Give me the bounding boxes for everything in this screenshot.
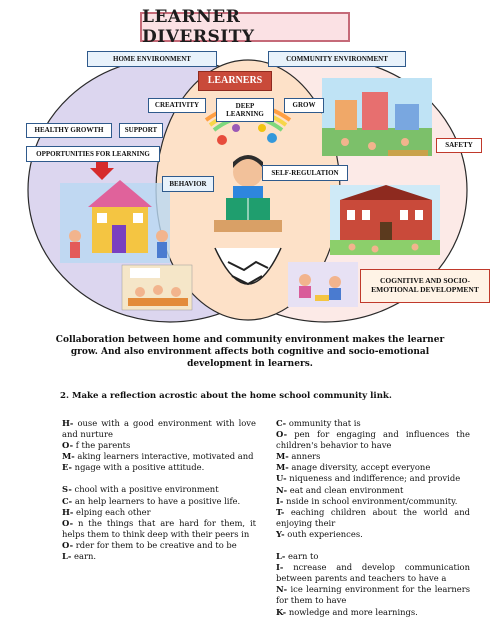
acrostic-line: N- ice learning environment for the lear… — [276, 584, 470, 606]
acrostic-letter: M- — [276, 451, 289, 462]
community-illustration — [322, 78, 432, 156]
home-environment-label: HOME ENVIRONMENT — [87, 51, 217, 67]
acrostic-letter: S- — [62, 484, 72, 495]
acrostic-line: T- eaching children about the world and … — [276, 507, 470, 529]
acrostic-letter: Y- — [276, 528, 285, 539]
learner-illustration — [204, 103, 292, 286]
acrostic-line: M- anners — [276, 451, 470, 462]
acrostic-text: ncrease and develop communication betwee… — [276, 562, 470, 584]
acrostic-line: E- ngage with a positive attitude. — [62, 462, 256, 473]
acrostic-line: K- nowledge and more learnings. — [276, 607, 470, 618]
acrostic-text: anage diversity, accept everyone — [288, 462, 431, 473]
acrostic-letter: L- — [62, 551, 72, 562]
acrostic-line: H- ouse with a good environment with lov… — [62, 418, 256, 440]
acrostic-letter: O- — [276, 429, 288, 440]
acrostic-line: U- niqueness and indifference; and provi… — [276, 473, 470, 484]
acrostic-line: S- chool with a positive environment — [62, 484, 256, 495]
acrostic-text: nside in school environment/community. — [283, 495, 458, 506]
acrostic-letter: T- — [276, 506, 285, 517]
acrostic-text: an help learners to have a positive life… — [72, 495, 241, 506]
acrostic-letter: C- — [62, 495, 73, 506]
acrostic-letter: L- — [276, 551, 286, 562]
acrostic-text: f the parents — [73, 440, 131, 451]
acrostic-line: N- eat and clean environment — [276, 485, 470, 496]
grow-label: GROW — [284, 98, 324, 113]
acrostic-letter: N- — [276, 484, 288, 495]
acrostic-letter: H- — [62, 418, 74, 428]
support-label: SUPPORT — [119, 123, 163, 138]
acrostic-letter: I- — [276, 495, 284, 506]
stanza-gap — [276, 540, 470, 551]
school-illustration — [330, 185, 440, 255]
stanza-gap — [62, 473, 256, 484]
acrostic-line: C- ommunity that is — [276, 418, 470, 429]
deep-learning-label: DEEP LEARNING — [216, 98, 274, 122]
acrostic-text: earn. — [71, 551, 97, 562]
acrostic-letter: H- — [62, 506, 74, 517]
acrostic-text: chool with a positive environment — [71, 484, 219, 495]
safety-label: SAFETY — [436, 138, 482, 153]
acrostic-letter: E- — [62, 462, 73, 473]
acrostic-letter: C- — [276, 418, 287, 428]
acrostic-text: ommunity that is — [286, 418, 361, 428]
acrostic-letter: M- — [62, 451, 75, 462]
opportunities-label: OPPORTUNITIES FOR LEARNING — [26, 146, 160, 162]
acrostic-letter: K- — [276, 606, 287, 617]
acrostic-text: ngage with a positive attitude. — [72, 462, 205, 473]
acrostic-text: earn to — [285, 551, 319, 562]
acrostic-line: O- pen for engaging and influences the c… — [276, 429, 470, 451]
acrostic-text: anners — [288, 451, 321, 462]
acrostic-line: C- an help learners to have a positive l… — [62, 496, 256, 507]
acrostic-line: O- f the parents — [62, 440, 256, 451]
reading-children-illustration — [288, 262, 358, 307]
acrostic-line: Y- outh experiences. — [276, 529, 470, 540]
self-regulation-label: SELF-REGULATION — [262, 165, 348, 181]
acrostic-text: n the things that are hard for them, it … — [62, 517, 256, 539]
question-heading: 2. Make a reflection acrostic about the … — [60, 391, 392, 401]
acrostic-line: O- rder for them to be creative and to b… — [62, 540, 256, 551]
acrostic-text: eaching children about the world and enj… — [276, 506, 470, 528]
acrostic-text: ouse with a good environment with love a… — [62, 418, 256, 440]
acrostic-letter: U- — [276, 473, 287, 484]
acrostic-text: eat and clean environment — [287, 484, 404, 495]
acrostic-letter: O- — [62, 517, 74, 528]
acrostic-text: outh experiences. — [284, 528, 363, 539]
healthy-growth-label: HEALTHY GROWTH — [26, 123, 112, 138]
learners-label: LEARNERS — [198, 71, 272, 91]
acrostic-text: rder for them to be creative and to be — [73, 539, 237, 550]
creativity-label: CREATIVITY — [148, 98, 206, 113]
house-illustration — [60, 160, 170, 263]
behavior-label: BEHAVIOR — [162, 176, 214, 192]
acrostic-text: niqueness and indifference; and provide — [286, 473, 461, 484]
acrostic-line: O- n the things that are hard for them, … — [62, 518, 256, 540]
acrostic-text: nowledge and more learnings. — [286, 606, 418, 617]
acrostic-text: pen for engaging and influences the chil… — [276, 429, 470, 451]
acrostic-letter: N- — [276, 584, 288, 595]
acrostic-text: elping each other — [73, 506, 151, 517]
community-environment-label: COMMUNITY ENVIRONMENT — [268, 51, 406, 67]
acrostic-line: M- anage diversity, accept everyone — [276, 462, 470, 473]
acrostic-text: ice learning environment for the learner… — [276, 584, 470, 606]
acrostic-home-school: H- ouse with a good environment with lov… — [62, 418, 256, 562]
acrostic-letter: O- — [62, 539, 74, 550]
acrostic-letter: M- — [276, 462, 289, 473]
acrostic-line: M- aking learners interactive, motivated… — [62, 451, 256, 462]
acrostic-line: H- elping each other — [62, 507, 256, 518]
acrostic-letter: I- — [276, 562, 284, 573]
acrostic-line: I- nside in school environment/community… — [276, 496, 470, 507]
page-title: LEARNER DIVERSITY — [140, 7, 350, 47]
acrostic-line: L- earn to — [276, 551, 470, 562]
acrostic-letter: O- — [62, 440, 74, 451]
diagram-caption: Collaboration between home and community… — [55, 335, 445, 370]
acrostic-line: L- earn. — [62, 551, 256, 562]
cognitive-development-label: COGNITIVE AND SOCIO-EMOTIONAL DEVELOPMEN… — [360, 269, 490, 303]
acrostic-text: aking learners interactive, motivated an… — [74, 451, 254, 462]
acrostic-line: I- ncrease and develop communication bet… — [276, 562, 470, 584]
classroom-illustration — [121, 264, 193, 311]
